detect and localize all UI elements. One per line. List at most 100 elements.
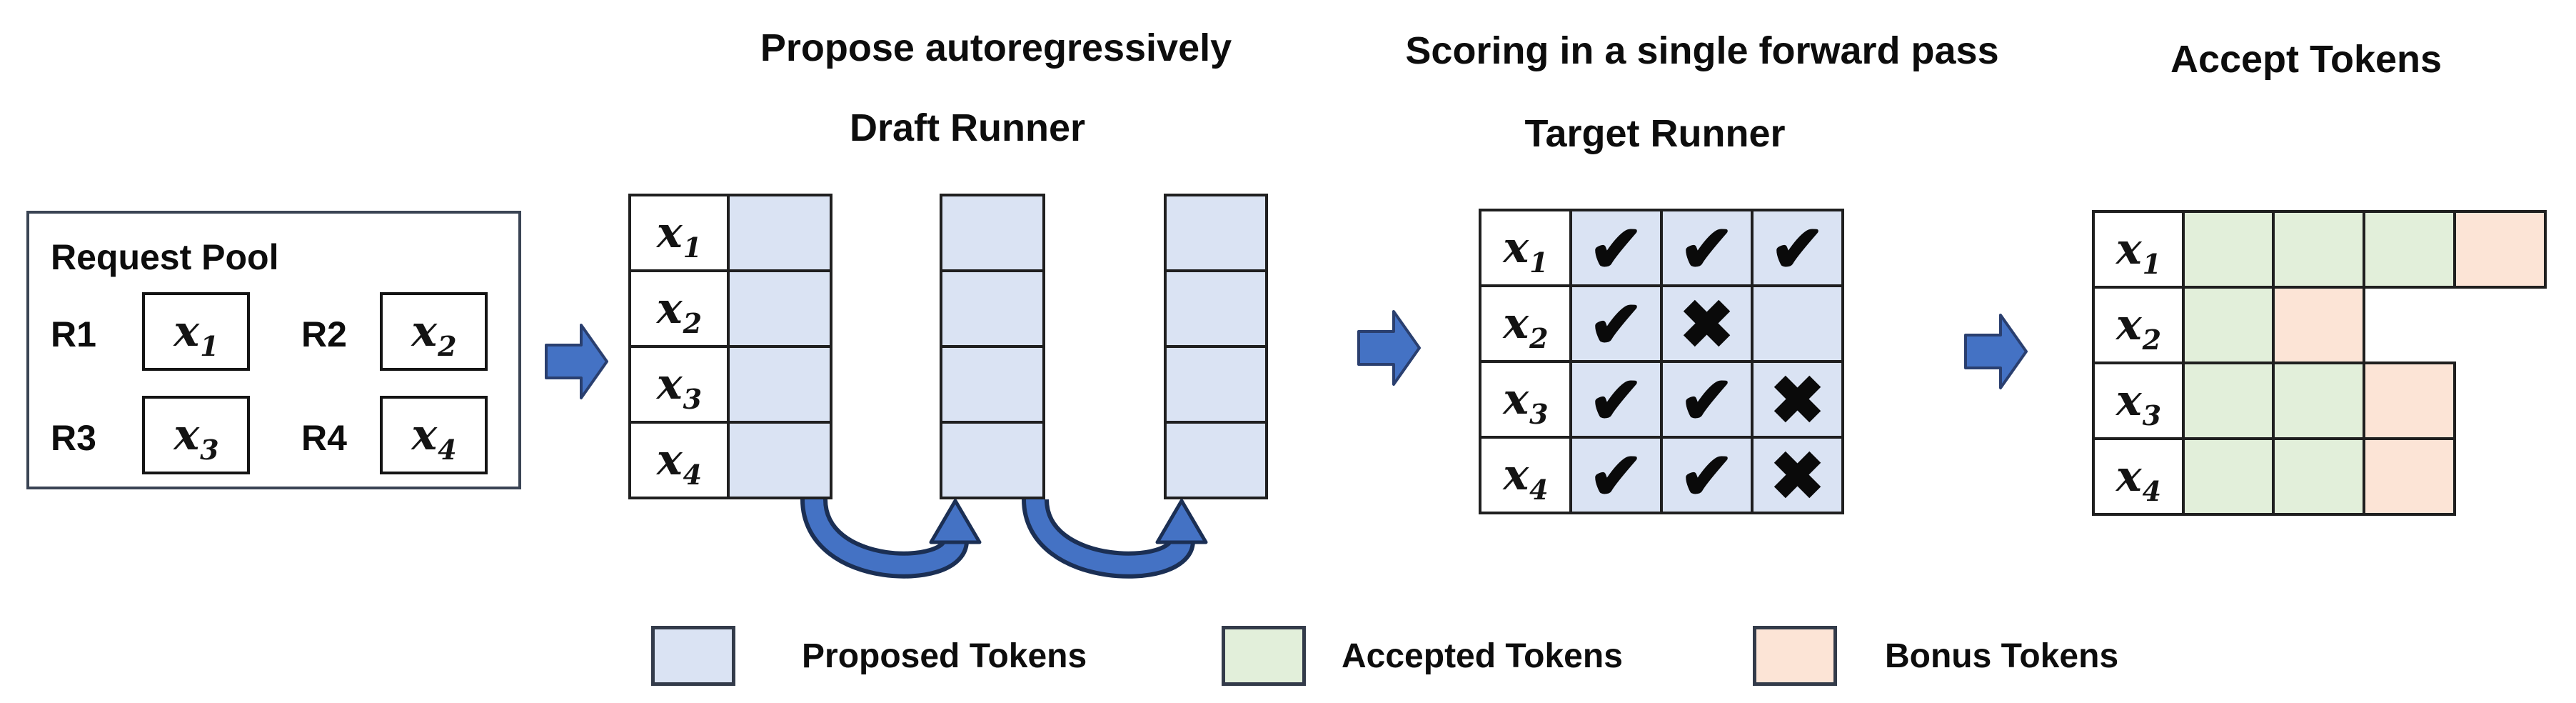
check-icon: ✔ [1769, 213, 1826, 286]
accepted-token-cell [2272, 362, 2365, 440]
accepted-token-cell [2182, 437, 2275, 516]
request-token-box-r2: x2 [380, 292, 488, 371]
score-cell: ✔ [1569, 284, 1663, 363]
proposed-tokens-label: Proposed Tokens [802, 637, 1087, 675]
request-token-box-r3: x3 [142, 396, 250, 474]
token-x4: x4 [411, 410, 457, 467]
score-row-1: x1 ✔ ✔ ✔ [1479, 209, 1844, 287]
request-id-r4: R4 [301, 418, 347, 458]
proposed-token-cell [940, 345, 1045, 424]
row-label-cell: x1 [628, 194, 730, 272]
proposed-token-cell [727, 194, 832, 272]
accepted-tokens-label: Accepted Tokens [1342, 637, 1623, 675]
loop-arrow-icon [1022, 498, 1208, 579]
score-cell: ✔ [1660, 360, 1754, 439]
draft-proposal-column-2 [940, 194, 1045, 499]
proposed-token-cell [1164, 421, 1268, 499]
row-label-cell: x4 [628, 421, 730, 499]
draft-row-1: x1 [628, 194, 832, 272]
check-icon: ✔ [1679, 364, 1735, 437]
accepted-token-cell [2272, 210, 2365, 289]
row-label-cell: x4 [2092, 437, 2185, 516]
cross-icon: ✖ [1769, 364, 1826, 437]
token-x3: x3 [173, 410, 219, 467]
check-icon: ✔ [1679, 440, 1735, 513]
bonus-token-cell [2272, 286, 2365, 364]
accept-row-2: x2 [2092, 286, 2547, 364]
loop-arrow-icon [800, 498, 982, 579]
score-cell: ✖ [1751, 360, 1844, 439]
proposed-token-cell [1164, 194, 1268, 272]
bonus-token-cell [2453, 210, 2547, 289]
accepted-tokens-swatch [1222, 626, 1306, 686]
accepted-token-cell [2182, 362, 2275, 440]
score-row-3: x3 ✔ ✔ ✖ [1479, 360, 1844, 439]
proposed-tokens-swatch [651, 626, 735, 686]
accept-row-4: x4 [2092, 437, 2547, 516]
flow-arrow-icon [545, 324, 608, 399]
proposed-token-cell [1164, 345, 1268, 424]
draft-row-2: x2 [628, 269, 832, 348]
score-row-4: x4 ✔ ✔ ✖ [1479, 436, 1844, 514]
draft-row-4: x4 [628, 421, 832, 499]
accept-row-3: x3 [2092, 362, 2547, 440]
score-cell: ✔ [1660, 436, 1754, 514]
check-icon: ✔ [1588, 440, 1644, 513]
cross-icon: ✖ [1679, 289, 1735, 362]
accept-tokens-grid: x1 x2 x3 x4 [2092, 210, 2547, 516]
scoring-title: Scoring in a single forward pass [1405, 29, 1999, 72]
row-label-cell: x2 [628, 269, 730, 348]
check-icon: ✔ [1679, 213, 1735, 286]
check-icon: ✔ [1588, 289, 1644, 362]
cross-icon: ✖ [1769, 440, 1826, 513]
score-cell: ✖ [1660, 284, 1754, 363]
flow-arrow-icon [1357, 310, 1421, 386]
request-id-r2: R2 [301, 314, 347, 354]
accepted-token-cell [2182, 286, 2275, 364]
check-icon: ✔ [1588, 213, 1644, 286]
bonus-token-cell [2363, 362, 2456, 440]
accepted-token-cell [2363, 210, 2456, 289]
token-x2: x2 [411, 306, 457, 363]
request-token-box-r4: x4 [380, 396, 488, 474]
score-cell: ✖ [1751, 436, 1844, 514]
request-token-box-r1: x1 [142, 292, 250, 371]
score-row-2: x2 ✔ ✖ [1479, 284, 1844, 363]
proposed-token-cell [727, 421, 832, 499]
draft-row-3: x3 [628, 345, 832, 424]
score-cell [1751, 284, 1844, 363]
row-label-cell: x2 [1479, 284, 1572, 363]
accept-tokens-title: Accept Tokens [2170, 38, 2442, 81]
request-pool-box: Request Pool R1 x1 R2 x2 R3 x3 R4 x4 [26, 211, 521, 489]
row-label-cell: x2 [2092, 286, 2185, 364]
score-cell: ✔ [1569, 360, 1663, 439]
target-runner-title: Target Runner [1524, 112, 1786, 155]
row-label-cell: x4 [1479, 436, 1572, 514]
accepted-token-cell [2272, 437, 2365, 516]
request-id-r3: R3 [51, 418, 96, 458]
proposed-token-cell [940, 269, 1045, 348]
draft-runner-table: x1 x2 x3 x4 [628, 194, 832, 499]
bonus-token-cell [2363, 437, 2456, 516]
proposed-token-cell [1164, 269, 1268, 348]
flow-arrow-icon [1964, 314, 2028, 389]
accepted-token-cell [2182, 210, 2275, 289]
score-cell: ✔ [1660, 209, 1754, 287]
score-cell: ✔ [1569, 436, 1663, 514]
score-cell: ✔ [1751, 209, 1844, 287]
proposed-token-cell [727, 345, 832, 424]
target-runner-grid: x1 ✔ ✔ ✔ x2 ✔ ✖ x3 ✔ ✔ ✖ x4 ✔ [1479, 209, 1844, 514]
draft-proposal-column-3 [1164, 194, 1268, 499]
request-id-r1: R1 [51, 314, 96, 354]
row-label-cell: x3 [2092, 362, 2185, 440]
propose-title: Propose autoregressively [760, 26, 1232, 69]
score-cell: ✔ [1569, 209, 1663, 287]
row-label-cell: x1 [2092, 210, 2185, 289]
bonus-tokens-label: Bonus Tokens [1885, 637, 2119, 675]
row-label-cell: x3 [628, 345, 730, 424]
token-x1: x1 [173, 306, 219, 363]
check-icon: ✔ [1588, 364, 1644, 437]
draft-runner-title: Draft Runner [849, 106, 1086, 149]
proposed-token-cell [940, 421, 1045, 499]
